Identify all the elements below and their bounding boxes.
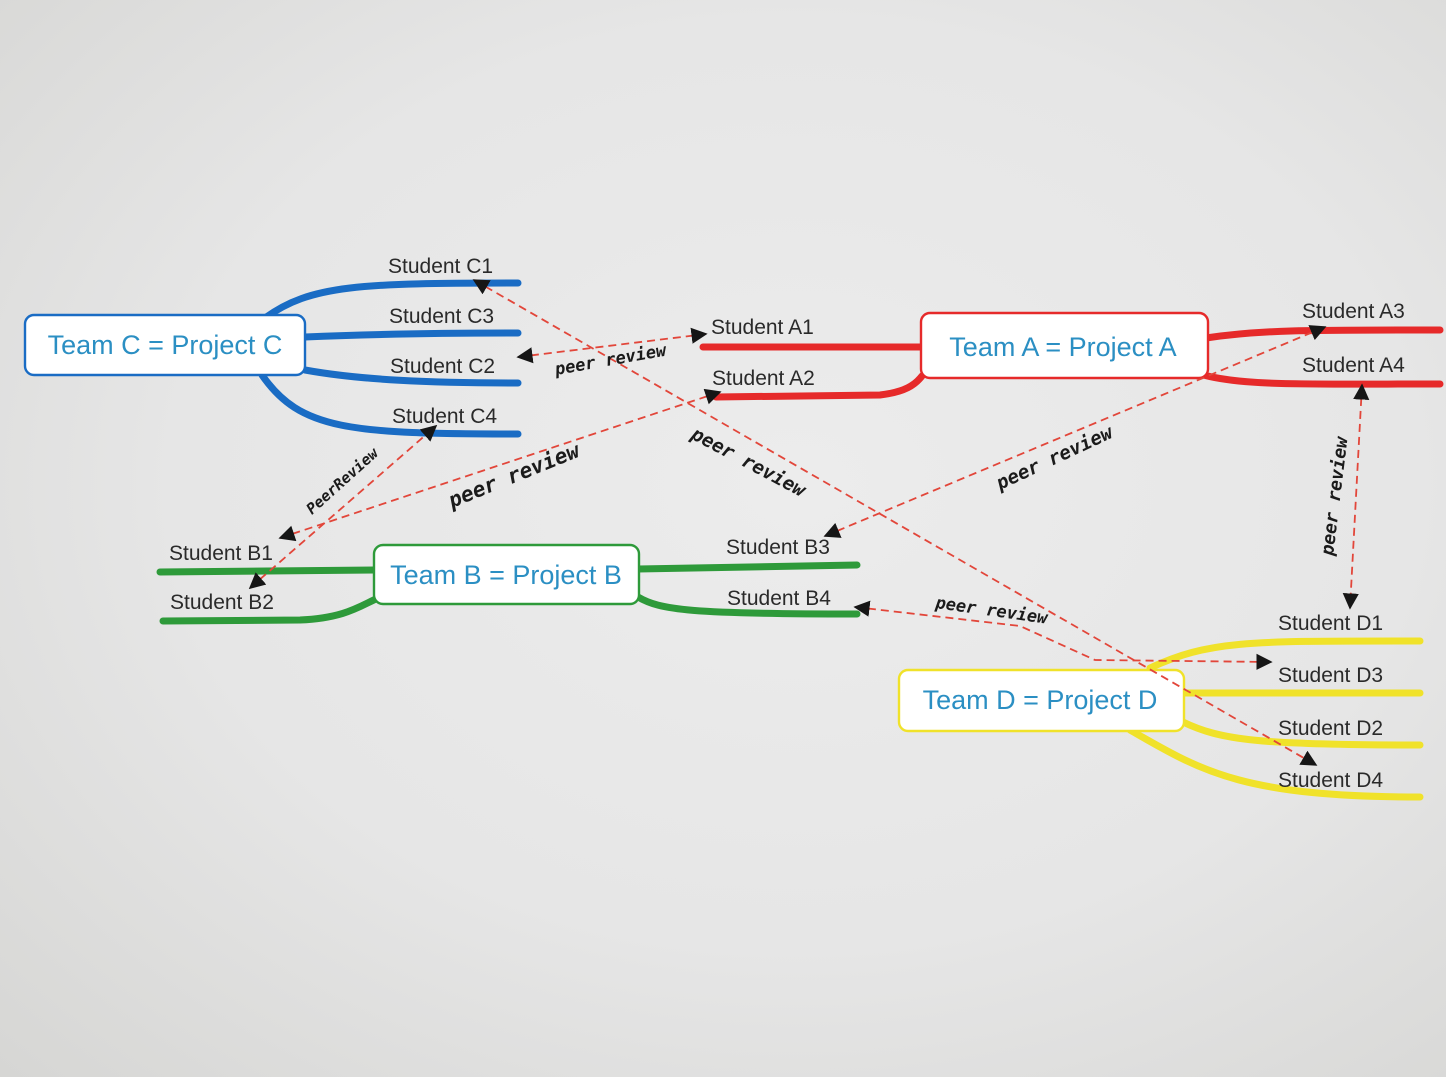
branch-b1 [156,566,379,576]
student-a4: Student A4 [1302,354,1405,377]
student-b1: Student B1 [169,542,273,565]
student-b2: Student B2 [170,591,274,614]
student-c1: Student C1 [388,255,493,278]
student-d3: Student D3 [1278,664,1383,687]
student-c3: Student C3 [389,305,494,328]
branch-c3 [301,329,522,341]
team-a-label: Team A = Project A [949,332,1176,362]
branch-c1 [261,279,522,322]
branch-b2 [159,594,382,625]
team-d-label: Team D = Project D [923,685,1158,715]
annotation-a4-d1: peer review [1317,435,1353,558]
team-b-label: Team B = Project B [390,560,622,590]
student-a1: Student A1 [711,316,814,339]
student-d4: Student D4 [1278,769,1383,792]
student-b4: Student B4 [727,587,831,610]
student-a2: Student A2 [712,367,815,390]
student-b3: Student B3 [726,536,830,559]
branch-b3 [634,561,861,573]
branch-a3 [1202,326,1444,342]
student-c4: Student C4 [392,405,497,428]
team-c-box[interactable] [23,313,307,377]
student-a3: Student A3 [1302,300,1405,323]
annotation-b1-a2: peer review [444,438,584,513]
team-c-label: Team C = Project C [48,330,283,360]
review-link-a4-d1 [1342,383,1370,610]
student-d2: Student D2 [1278,717,1383,740]
student-c2: Student C2 [390,355,495,378]
student-d1: Student D1 [1278,612,1383,635]
review-link-b4-d3 [853,600,1273,670]
peer-review-links [248,279,1370,766]
